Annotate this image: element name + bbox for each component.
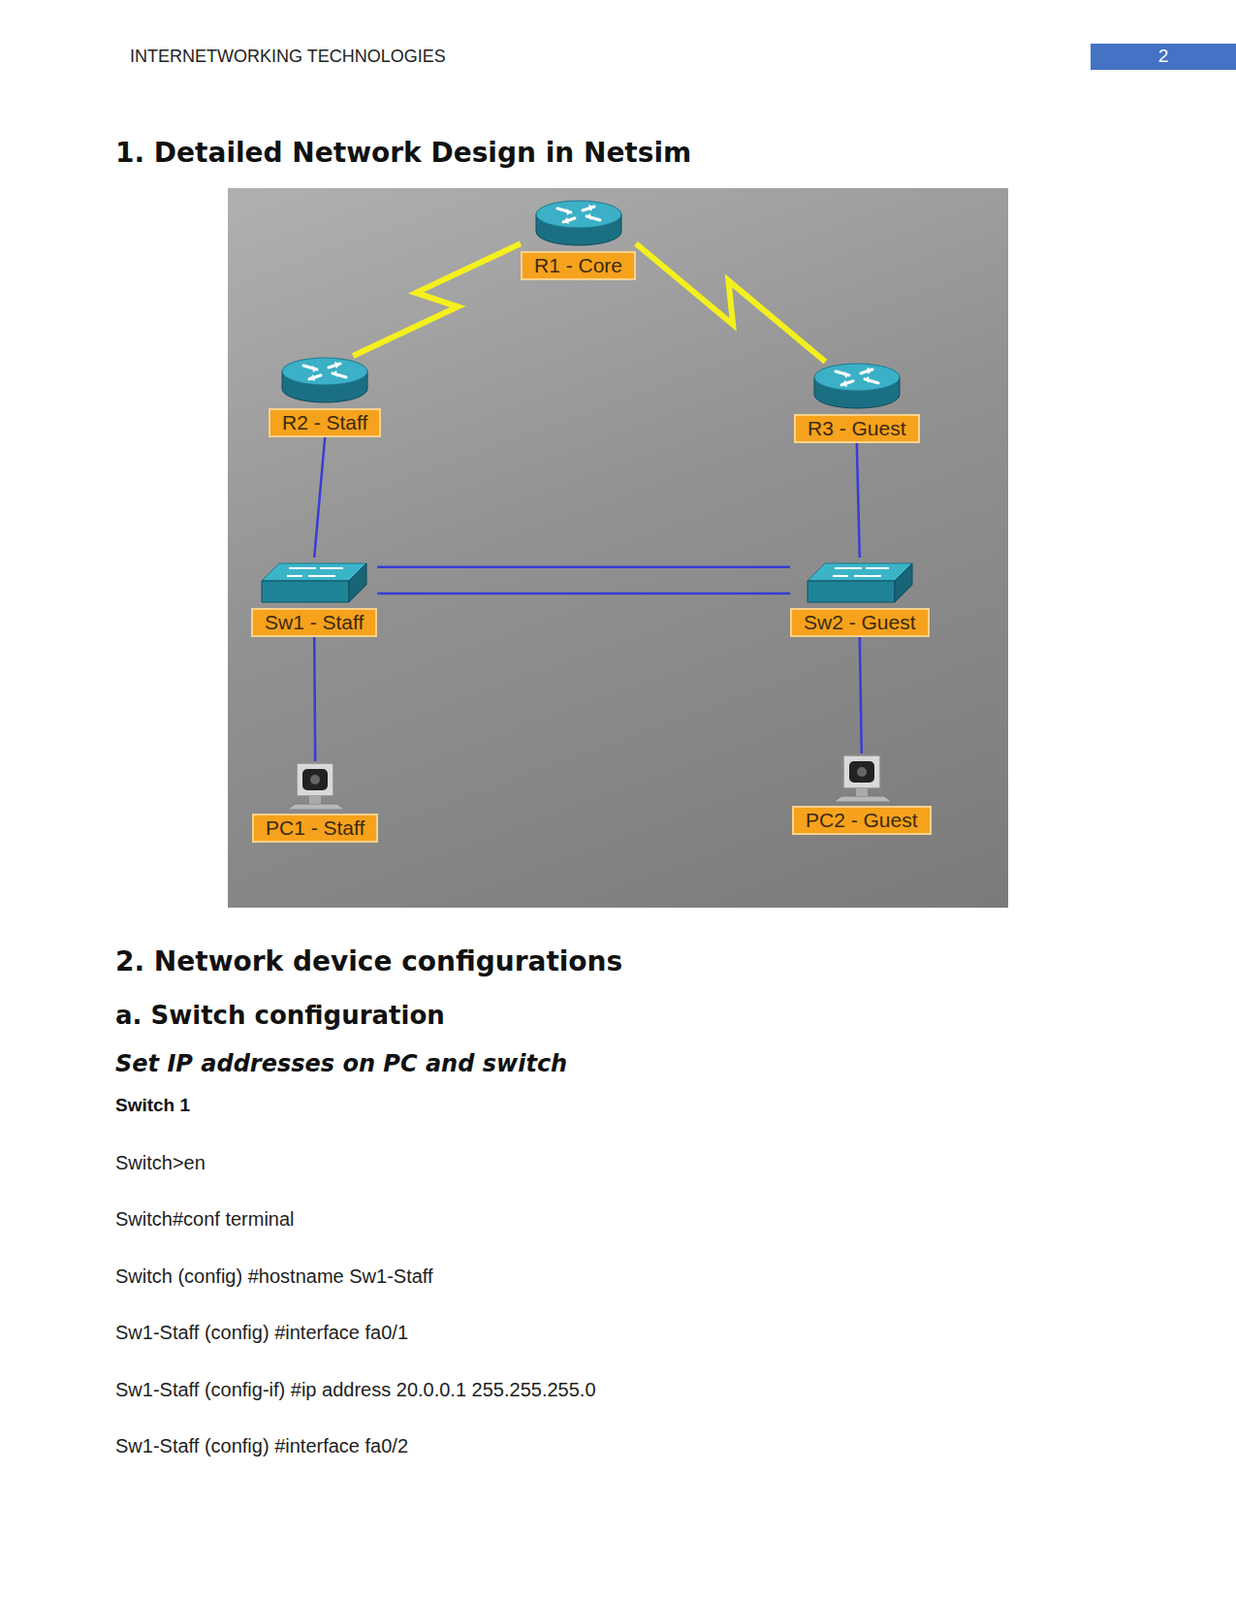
pc-node: PC2 - Guest <box>792 753 932 835</box>
link-line <box>859 636 862 754</box>
config-line: Switch>en <box>115 1151 206 1174</box>
link-line <box>352 243 521 356</box>
switch-node: Sw2 - Guest <box>790 557 930 637</box>
switch-icon <box>805 557 915 604</box>
router-icon <box>532 198 626 248</box>
pc-icon <box>827 753 896 802</box>
router-node: R1 - Core <box>520 198 636 281</box>
config-line: Sw1-Staff (config-if) #ip address 20.0.0… <box>115 1378 597 1401</box>
router-node: R2 - Staff <box>268 355 381 438</box>
page-number: 2 <box>1090 45 1236 67</box>
link-line <box>314 437 325 558</box>
ethernet-link <box>856 443 860 558</box>
pc-node: PC1 - Staff <box>252 760 379 843</box>
serial-link <box>352 243 521 356</box>
device-label: PC2 - Guest <box>792 805 932 835</box>
link-line <box>314 636 316 761</box>
ethernet-link <box>377 592 791 594</box>
device-label: R1 - Core <box>520 251 636 281</box>
section-heading: 1. Detailed Network Design in Netsim <box>115 136 692 169</box>
subsection-heading: a. Switch configuration <box>115 1000 445 1030</box>
switch-icon <box>259 557 369 604</box>
device-label: Sw2 - Guest <box>790 607 930 637</box>
device-label: R3 - Guest <box>793 413 920 444</box>
ethernet-link <box>859 636 862 754</box>
ethernet-link <box>377 566 791 568</box>
link-line <box>377 592 791 596</box>
device-label: R2 - Staff <box>268 408 381 438</box>
config-line: Switch#conf terminal <box>115 1207 295 1231</box>
link-line <box>377 566 791 570</box>
section-heading: 2. Network device configurations <box>115 945 623 978</box>
config-line: Sw1-Staff (config) #interface fa0/2 <box>115 1434 409 1458</box>
link-line <box>856 443 860 558</box>
router-node: R3 - Guest <box>793 361 920 444</box>
config-line: Sw1-Staff (config) #interface fa0/1 <box>115 1321 409 1344</box>
serial-link <box>635 243 825 362</box>
device-heading: Switch 1 <box>115 1094 191 1116</box>
router-icon <box>810 361 904 411</box>
running-header: INTERNETWORKING TECHNOLOGIES <box>129 46 446 67</box>
switch-node: Sw1 - Staff <box>251 557 378 637</box>
config-line: Switch (config) #hostname Sw1-Staff <box>115 1265 434 1288</box>
sub-subsection-heading: Set IP addresses on PC and switch <box>115 1049 568 1078</box>
device-label: PC1 - Staff <box>252 813 379 843</box>
device-label: Sw1 - Staff <box>251 607 378 637</box>
link-line <box>635 243 825 362</box>
pc-icon <box>281 760 349 810</box>
ethernet-link <box>314 437 325 558</box>
diagram-panel <box>227 188 1009 908</box>
router-icon <box>278 355 372 405</box>
ethernet-link <box>314 636 316 761</box>
